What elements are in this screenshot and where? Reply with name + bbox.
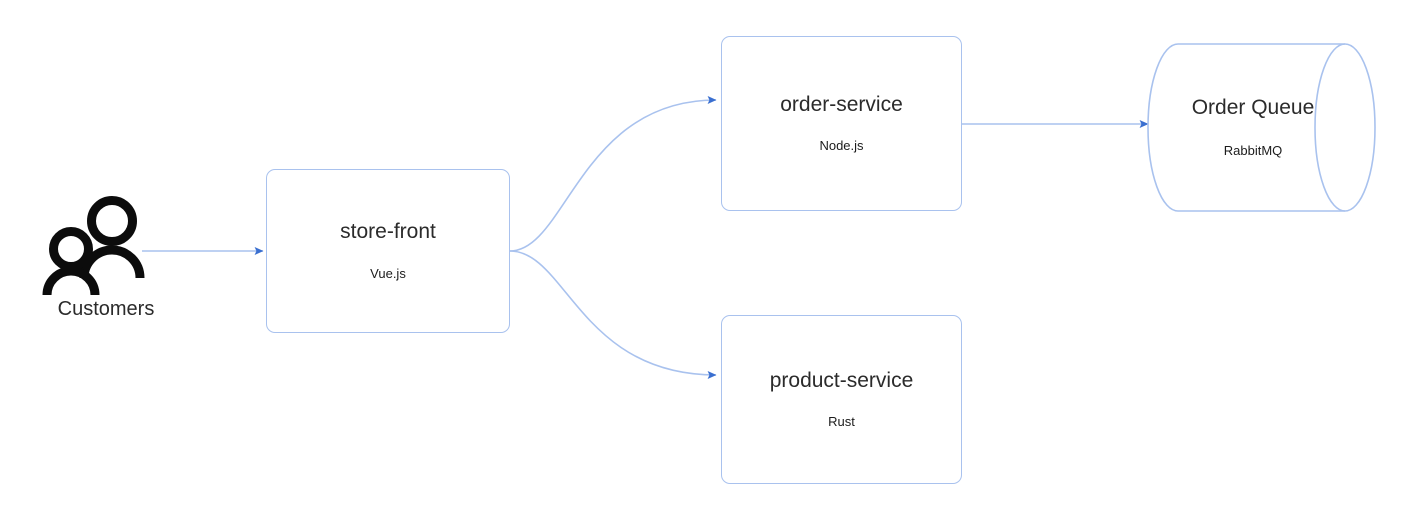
node-title: Order Queue bbox=[1191, 96, 1315, 120]
two-people-icon bbox=[42, 196, 145, 296]
connector-store-front-to-order-service bbox=[509, 96, 717, 252]
cylinder-shape bbox=[1147, 43, 1376, 212]
node-title: product-service bbox=[769, 368, 914, 392]
node-order-queue[interactable]: Order Queue RabbitMQ bbox=[1147, 43, 1376, 212]
connector-store-front-to-product-service bbox=[509, 250, 717, 379]
node-subtitle: RabbitMQ bbox=[1223, 142, 1283, 158]
node-store-front[interactable]: store-front Vue.js bbox=[266, 169, 510, 333]
node-order-service[interactable]: order-service Node.js bbox=[721, 36, 962, 211]
node-product-service[interactable]: product-service Rust bbox=[721, 315, 962, 484]
actor-customers[interactable]: Customers bbox=[40, 190, 172, 335]
node-title: store-front bbox=[340, 220, 436, 244]
node-subtitle: Node.js bbox=[819, 138, 864, 154]
actor-label-customers: Customers bbox=[57, 298, 155, 320]
node-title: order-service bbox=[780, 92, 903, 116]
node-subtitle: Vue.js bbox=[370, 265, 406, 281]
node-subtitle: Rust bbox=[828, 414, 855, 430]
